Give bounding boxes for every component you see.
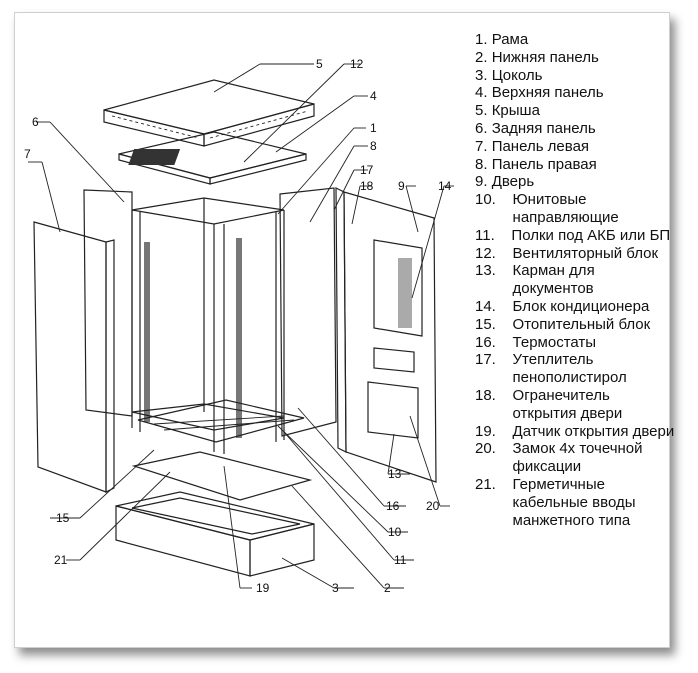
legend-number: 10. [475, 191, 513, 209]
roof-part [103, 79, 315, 147]
legend-label: Крыша [491, 102, 540, 120]
callout-21: 21 [54, 553, 68, 567]
legend-label: Верхняя панель [491, 84, 604, 102]
cabinet-exploded-diagram: 5 12 4 1 8 17 18 9 14 6 7 15 21 19 3 2 1… [24, 57, 454, 595]
legend-item: 8. Панель правая [475, 156, 675, 174]
callout-20: 20 [426, 499, 440, 513]
legend-number: 20. [475, 440, 513, 458]
legend-number: 7. [475, 137, 492, 155]
legend-label: Утеплитель пенополистирол [512, 351, 627, 387]
callout-1: 1 [370, 121, 377, 135]
callout-4: 4 [370, 89, 377, 103]
callout-19: 19 [256, 581, 270, 595]
legend-label: Вентиляторный блок [512, 244, 659, 262]
bottom-panel-part [131, 451, 313, 501]
legend-item: 21. Герметичные кабельные вводы манжетно… [475, 476, 675, 529]
legend-label: Нижняя панель [491, 48, 599, 66]
legend-item: 19. Датчик открытия двери [475, 423, 675, 441]
legend-item: 2. Нижняя панель [475, 49, 675, 67]
legend-number: 2. [475, 48, 492, 66]
legend-number: 9. [475, 173, 492, 191]
legend-label: Огранечитель открытия двери [512, 386, 623, 422]
legend-number: 13. [475, 262, 513, 280]
legend-number: 12. [475, 244, 513, 262]
callout-7: 7 [24, 147, 31, 161]
back-panel-part [83, 189, 133, 417]
legend-label: Термостаты [512, 333, 597, 351]
callout-16: 16 [386, 499, 400, 513]
legend-number: 14. [475, 297, 513, 315]
callout-17: 17 [360, 163, 374, 177]
top-panel-part [118, 131, 307, 185]
legend-label: Панель правая [491, 155, 597, 173]
legend-number: 3. [475, 66, 492, 84]
legend-number: 16. [475, 333, 513, 351]
legend-label: Рама [491, 31, 529, 48]
callout-8: 8 [370, 139, 377, 153]
frame-part [131, 197, 285, 454]
callout-6: 6 [32, 115, 39, 129]
callout-3: 3 [332, 581, 339, 595]
callout-10: 10 [388, 525, 402, 539]
legend-item: 20. Замок 4х точечной фиксации [475, 440, 675, 476]
legend-label: Юнитовые направляющие [512, 191, 619, 226]
legend-item: 9. Дверь [475, 173, 675, 191]
legend-label: Дверь [491, 173, 535, 191]
legend-item: 1. Рама [475, 31, 675, 49]
legend-number: 18. [475, 386, 513, 404]
left-panel-part [33, 221, 107, 493]
legend-number: 1. [475, 31, 492, 48]
legend-number: 21. [475, 475, 513, 493]
callout-13: 13 [388, 467, 402, 481]
legend-label: Отопительный блок [512, 315, 651, 333]
legend-item: 18. Огранечитель открытия двери [475, 387, 675, 423]
callout-11: 11 [394, 553, 407, 567]
legend-item: 10. Юнитовые направляющие [475, 191, 675, 227]
legend-number: 6. [475, 119, 492, 137]
legend-label: Задняя панель [491, 119, 596, 137]
legend-item: 14. Блок кондиционера [475, 298, 675, 316]
legend-number: 4. [475, 84, 492, 102]
legend-item: 12. Вентиляторный блок [475, 245, 675, 263]
leader-lines [28, 63, 454, 589]
legend-item: 17. Утеплитель пенополистирол [475, 351, 675, 387]
callout-14: 14 [438, 179, 452, 193]
legend-item: 6. Задняя панель [475, 120, 675, 138]
legend-item: 16. Термостаты [475, 334, 675, 352]
shelf-part [137, 399, 305, 443]
legend-item: 7. Панель левая [475, 138, 675, 156]
callout-numbers: 5 12 4 1 8 17 18 9 14 6 7 15 21 19 3 2 1… [24, 57, 452, 595]
door-part [335, 187, 437, 483]
legend-item: 5. Крыша [475, 102, 675, 120]
legend-label: Карман для документов [512, 262, 595, 298]
legend-label: Герметичные кабельные вводы манжетного т… [512, 475, 636, 529]
legend-number: 11. [475, 226, 512, 244]
legend-label: Цоколь [491, 66, 543, 84]
legend-label: Датчик открытия двери [512, 422, 675, 440]
legend-number: 5. [475, 102, 492, 120]
legend-number: 15. [475, 315, 513, 333]
legend-label: Блок кондиционера [512, 297, 650, 315]
legend-item: 15. Отопительный блок [475, 316, 675, 334]
callout-9: 9 [398, 179, 405, 193]
legend-item: 11. Полки под АКБ или БП [475, 227, 675, 245]
legend-item: 4. Верхняя панель [475, 84, 675, 102]
callout-2: 2 [384, 581, 391, 595]
plinth-part [115, 491, 315, 577]
legend-label: Панель левая [491, 137, 590, 155]
callout-12: 12 [350, 57, 364, 71]
legend-label: Замок 4х точечной фиксации [512, 440, 643, 476]
legend-number: 8. [475, 155, 492, 173]
legend-number: 19. [475, 422, 513, 440]
callout-18: 18 [360, 179, 374, 193]
legend-item: 3. Цоколь [475, 67, 675, 85]
legend-label: Полки под АКБ или БП [511, 226, 671, 244]
callout-5: 5 [316, 57, 323, 71]
right-panel-part [279, 187, 337, 437]
legend-number: 17. [475, 351, 513, 369]
callout-15: 15 [56, 511, 70, 525]
heater-grille [367, 381, 419, 439]
legend-item: 13. Карман для документов [475, 262, 675, 298]
